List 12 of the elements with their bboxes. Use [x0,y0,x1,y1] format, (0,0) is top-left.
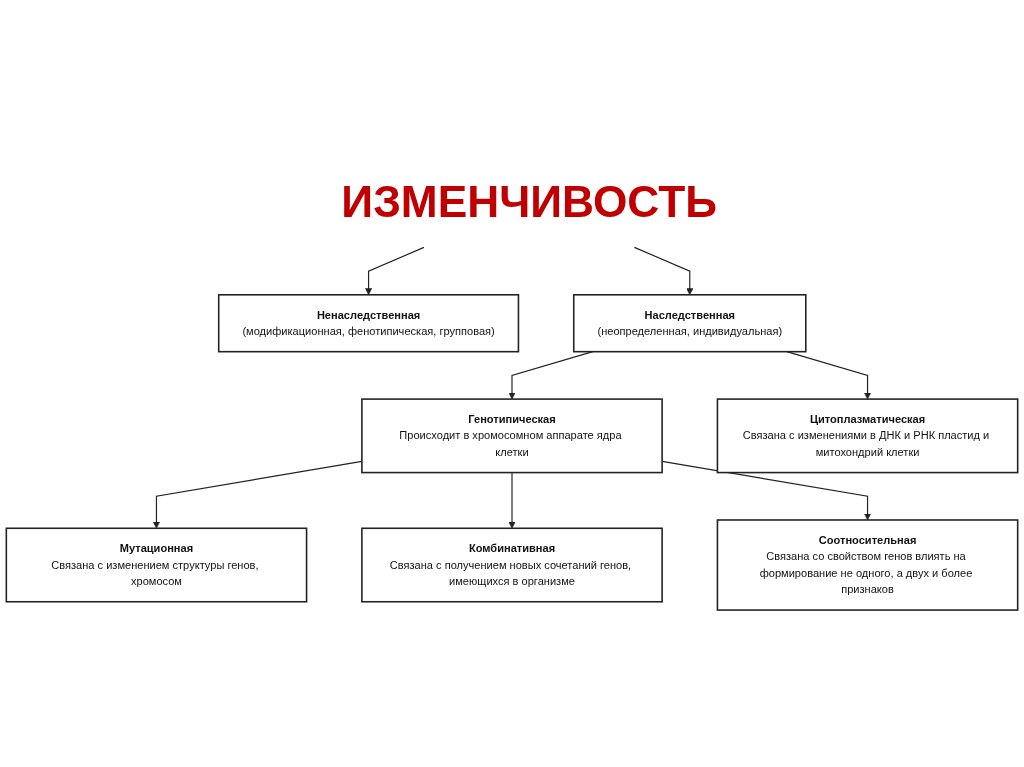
arrow [786,350,872,400]
node-text: ИЗМЕНЧИВОСТЬ [341,176,718,227]
node-box: Комбинативная Связана с получением новых сочетаний генов, имеющихся в организме [361,527,663,603]
node-box: Наследственная (неопределенная, индивидуальная) [572,293,807,353]
node-box: Соотносительная Связана со свойством генов влиять на формирование не одного, а двух и более признаков [716,519,1019,611]
node-box: Ненаследственная (модификационная, фенотипическая, групповая) [217,293,520,353]
arrow [508,471,516,529]
arrow [365,246,425,295]
arrow [633,246,694,295]
node-box: Цитоплазматическая Связана с изменениями в ДНК и РНК пластид и митохондрий клетки [716,398,1019,474]
node-box: Мутационная Связана с изменением структуры генов, хромосом [5,527,308,603]
node-box: Генотипическая Происходит в хромосомном аппарате ядра клетки [361,398,663,474]
